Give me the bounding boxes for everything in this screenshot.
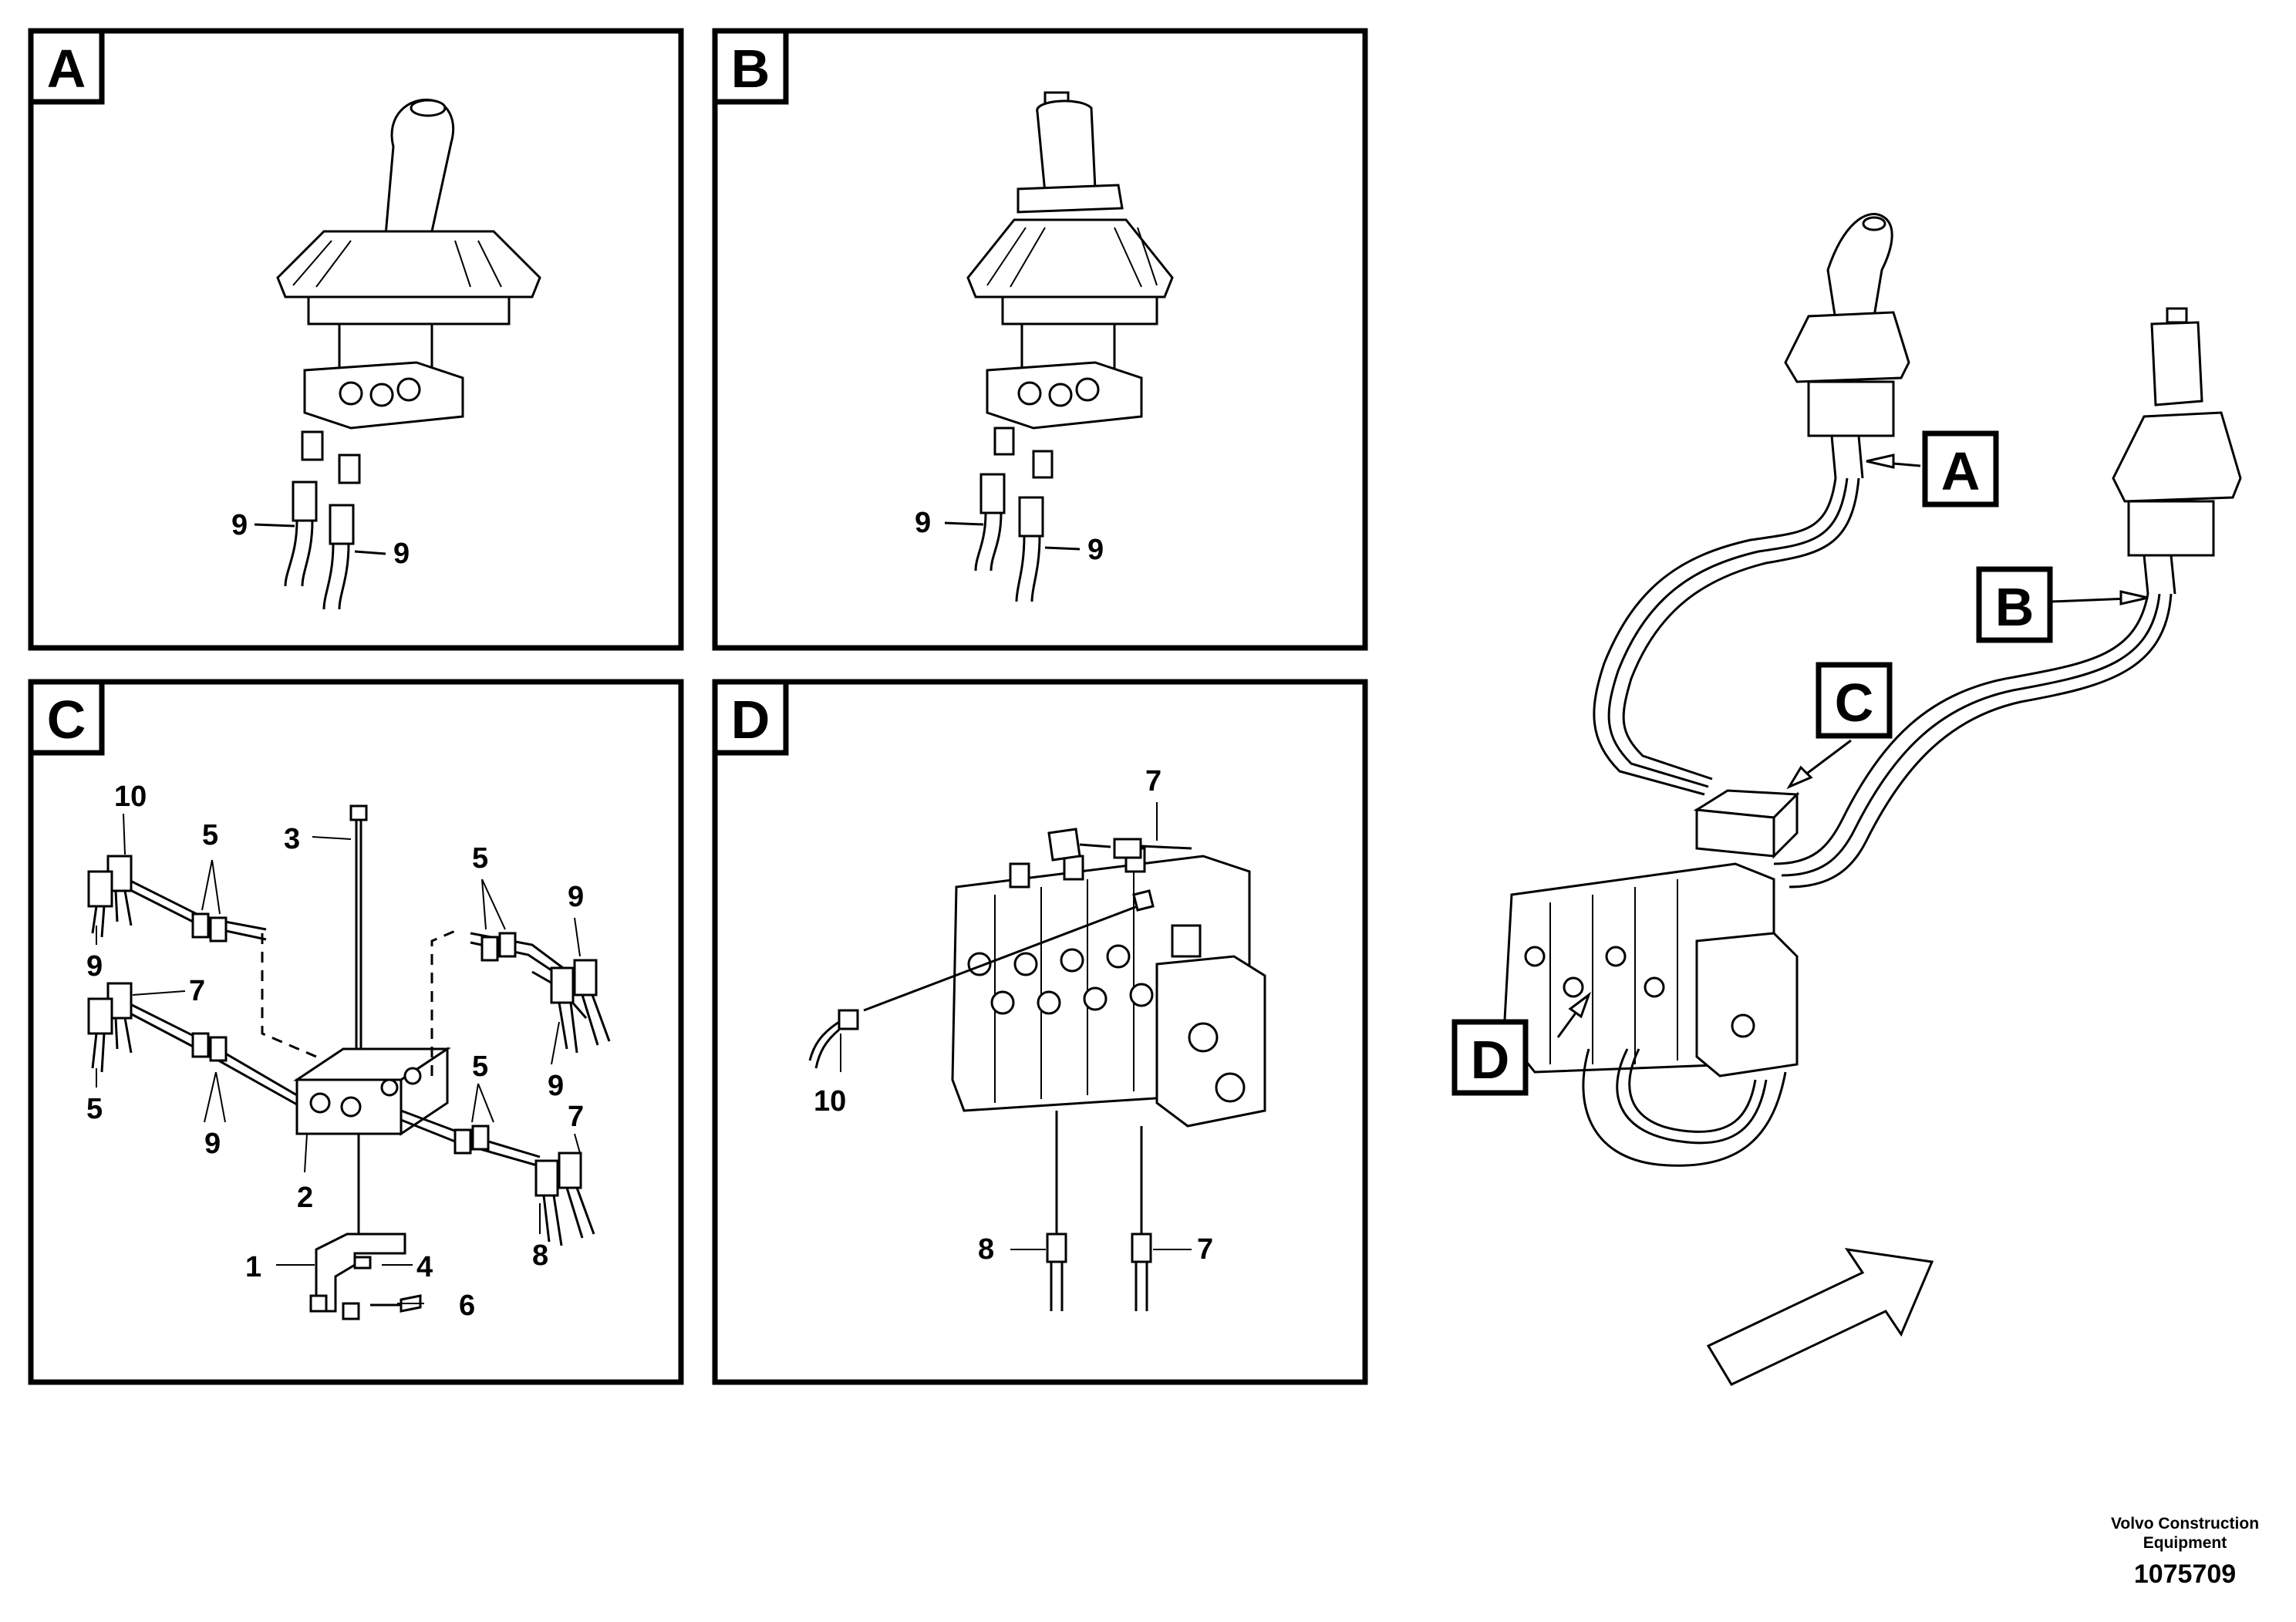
panel-c-callout-3: 3 [284, 823, 300, 855]
overview-tag-d: D [1471, 1030, 1510, 1090]
joystick-b [944, 91, 1174, 602]
panel-a-tag-box [28, 28, 105, 105]
panel-a-tag: A [47, 39, 86, 99]
overview-tag-a: A [1941, 441, 1981, 501]
panel-c-tag: C [47, 690, 86, 750]
overview-tag-a-box [1922, 430, 1999, 508]
overview-assembly: A B C D [1451, 213, 2242, 1386]
overview-tag-b-box [1976, 566, 2053, 643]
panel-c-callout-9-c: 5 [86, 1093, 103, 1125]
panel-d-callout-8: 8 [978, 1233, 994, 1266]
panel-c: C [28, 679, 684, 1385]
panel-c-tag-box [28, 679, 105, 756]
panel-c-callout-2: 2 [297, 1182, 313, 1214]
overview-control-valve [1502, 862, 1799, 1077]
panel-d-callout-7-top: 7 [1145, 765, 1161, 798]
panel-a-callout-9-left: 9 [231, 509, 248, 541]
panel-d: D [712, 679, 1368, 1385]
panel-c-callout-4: 4 [416, 1251, 433, 1283]
overview-joystick-b [2112, 307, 2242, 595]
panel-d-tag: D [731, 690, 770, 750]
panel-d-callout-7-bottom: 7 [1197, 1233, 1213, 1266]
overview-tag-c: C [1835, 673, 1874, 733]
footer-brand-line1: Volvo Construction [2111, 1515, 2259, 1533]
panel-d-callout-10: 10 [814, 1085, 846, 1118]
panel-c-callout-9-b: 9 [86, 950, 103, 983]
travel-direction-arrow-icon [1706, 1248, 1934, 1386]
joystick-a [254, 98, 541, 610]
panel-b-callout-9-right: 9 [1087, 534, 1104, 566]
panel-c-callout-5-c: 5 [472, 1050, 488, 1083]
overview-tag-d-box [1451, 1019, 1529, 1096]
panel-a: A 9 9 [28, 28, 684, 651]
footer-drawing-number: 1075709 [2134, 1560, 2236, 1589]
panel-c-callout-1: 1 [245, 1251, 261, 1283]
footer-brand-line2: Equipment [2143, 1534, 2227, 1552]
panel-b-callout-9-left: 9 [915, 507, 931, 539]
panel-a-callout-9-right: 9 [393, 538, 410, 570]
panel-c-callout-6: 6 [459, 1290, 475, 1322]
control-valve-d [808, 802, 1266, 1311]
panel-b: B 9 9 [712, 28, 1368, 651]
panel-c-callout-9-d: 7 [568, 1101, 584, 1133]
panel-c-callout-7-a: 7 [189, 975, 205, 1007]
panel-c-callout-7-b: 9 [548, 1070, 564, 1102]
overview-tag-b: B [1995, 577, 2035, 637]
panel-c-callout-10-top: 10 [114, 781, 147, 813]
overview-tag-c-box [1816, 662, 1893, 739]
distribution-block-assembly [87, 804, 611, 1320]
panel-b-tag-box [712, 28, 789, 105]
panel-d-tag-box [712, 679, 789, 756]
drawing-footer: Volvo Construction Equipment 1075709 [2111, 1515, 2259, 1589]
panel-c-callout-8: 8 [532, 1239, 548, 1272]
overview-joystick-a [1784, 213, 1910, 479]
panel-c-callout-5-b: 5 [472, 842, 488, 875]
panel-c-callout-5-a: 5 [202, 819, 218, 851]
panel-c-callout-9-a: 9 [568, 881, 584, 913]
panel-b-tag: B [731, 39, 770, 99]
panel-c-callout-5-d: 9 [204, 1128, 221, 1160]
